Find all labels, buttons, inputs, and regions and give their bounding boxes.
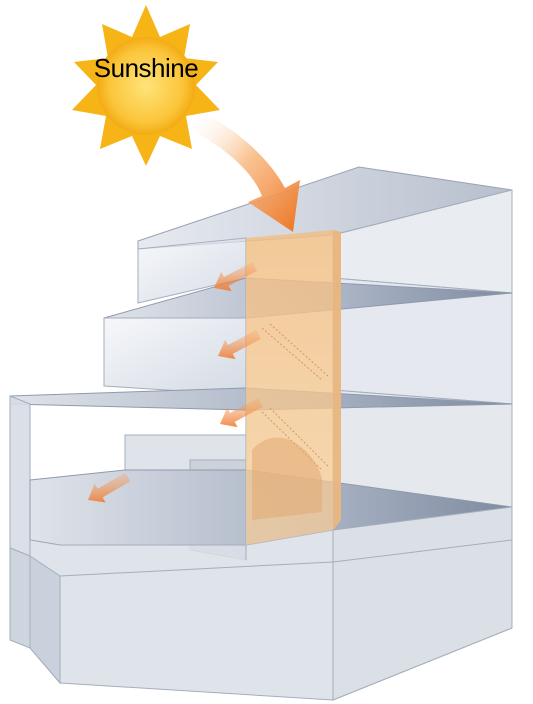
sun-label: Sunshine xyxy=(56,53,236,84)
sun-icon xyxy=(72,5,220,166)
light-shaft xyxy=(246,230,341,545)
left-glass-wall xyxy=(10,396,30,556)
